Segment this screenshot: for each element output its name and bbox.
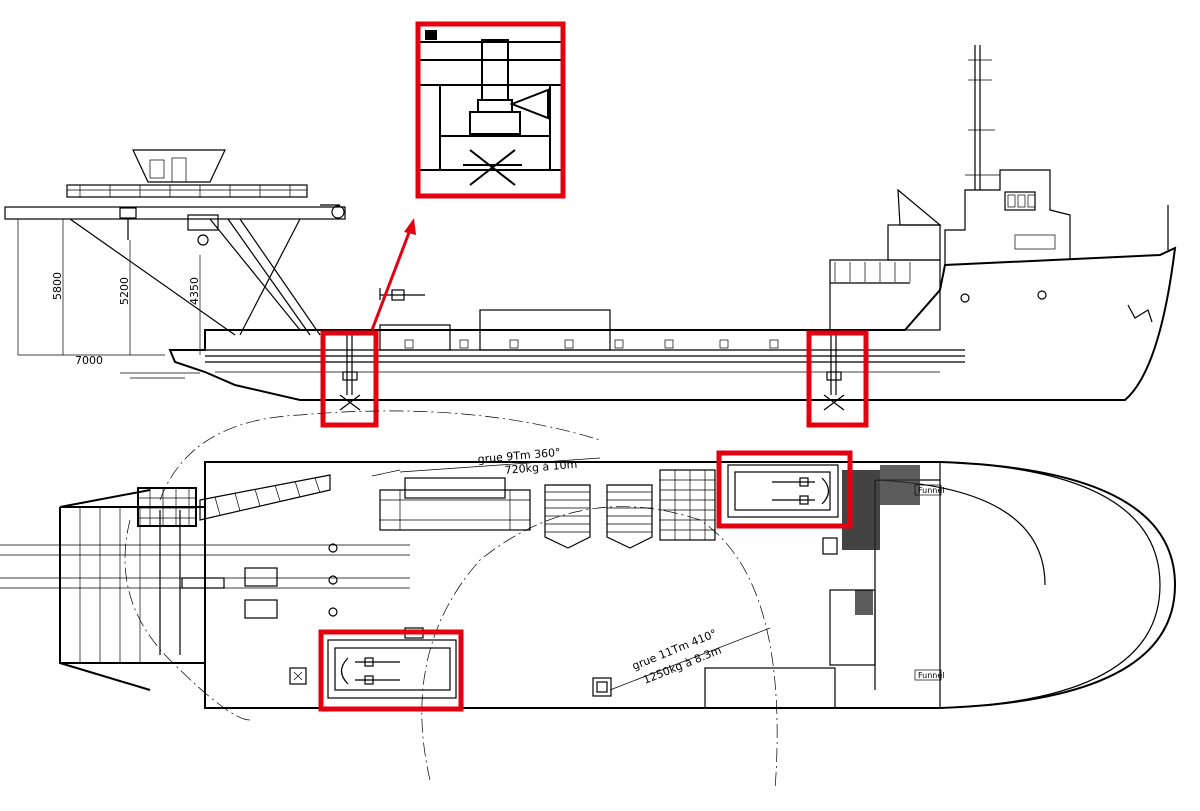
- thruster-aft-plan: [327, 627, 457, 699]
- dimension-annotations: 5800 5200 4350 7000: [17, 219, 201, 367]
- aft-crane-label-2: 720kg à 10m: [504, 458, 578, 477]
- pointer-arrow-icon: [404, 218, 416, 235]
- highlight-aft-thruster-side: [320, 330, 379, 428]
- zoom-inset: [418, 25, 563, 195]
- dim-4350: 4350: [188, 277, 201, 305]
- cargo-containers: [379, 469, 716, 697]
- gantry-crane: [4, 149, 346, 336]
- funnel-label-bottom: Funnel: [918, 671, 945, 680]
- dim-7000: 7000: [75, 354, 103, 367]
- thruster-aft-side: [339, 335, 361, 411]
- funnel-label-top: Funnel: [918, 486, 945, 495]
- plan-view: Funnel Funnel grue 9Tm 360° 720kg à 10m …: [0, 410, 1177, 791]
- thruster-fwd-side: [823, 335, 845, 411]
- hull-profile: [168, 246, 1177, 401]
- highlight-fwd-thruster-plan: [716, 450, 853, 529]
- hull-plan: [204, 461, 1177, 709]
- side-elevation: 5800 5200 4350 7000: [4, 21, 1177, 428]
- thruster-fwd-plan: [727, 464, 839, 518]
- dim-5800: 5800: [51, 272, 64, 300]
- dim-5200: 5200: [118, 277, 131, 305]
- highlight-aft-thruster-plan: [318, 629, 464, 712]
- zoom-inset-frame: [415, 21, 566, 199]
- highlight-fwd-thruster-side: [806, 330, 869, 428]
